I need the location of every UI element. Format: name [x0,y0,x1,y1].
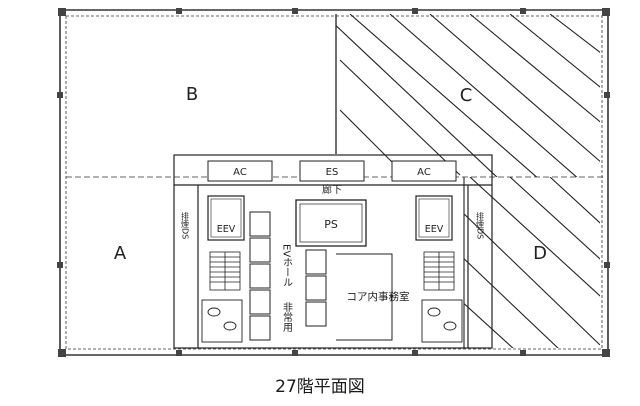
corridor-label: 廊下 [322,183,342,196]
es-label: ES [326,167,339,178]
toilets-right [421,299,463,343]
core-outline [173,154,493,349]
ps-label: PS [324,218,338,231]
eev-right-label: EEV [425,224,444,235]
zone-divider [66,14,604,178]
outer-wall [59,9,609,356]
hatch-zone-c [336,14,600,177]
ac-right-label: AC [417,167,431,178]
eev-left-shaft: EEV [207,195,245,241]
duct-left-label: 排煙DS [181,211,190,239]
elevator-cars-middle [305,249,327,327]
ac-left-room: AC [207,160,273,182]
hatch-zone-d [464,177,600,348]
elevator-cars-left [249,211,271,341]
duct-right-label: 排煙DS [476,211,485,239]
zone-b-label: B [186,84,198,105]
toilets-left [201,299,243,343]
eev-right-shaft: EEV [415,195,453,241]
ev-hall-label: EVホール [281,244,293,287]
floor-plan-drawing: AC ES AC 廊下 PS EEV EEV [57,8,610,357]
core-office-label: コア内事務室 [347,290,410,303]
ps-room: PS [295,199,367,247]
emergency-label: 非常用 [281,302,293,333]
ac-left-label: AC [233,167,247,178]
floor-plan-caption: 27階平面図 [275,377,365,397]
es-room: ES [299,160,365,182]
stairs-right [423,251,455,291]
eev-left-label: EEV [217,224,236,235]
zone-d-label: D [533,243,547,264]
columns [57,8,610,357]
ac-right-room: AC [391,160,457,182]
zone-c-label: C [460,85,473,106]
zone-a-label: A [114,243,127,264]
core-office-room [336,253,393,341]
stairs-left [209,251,241,291]
